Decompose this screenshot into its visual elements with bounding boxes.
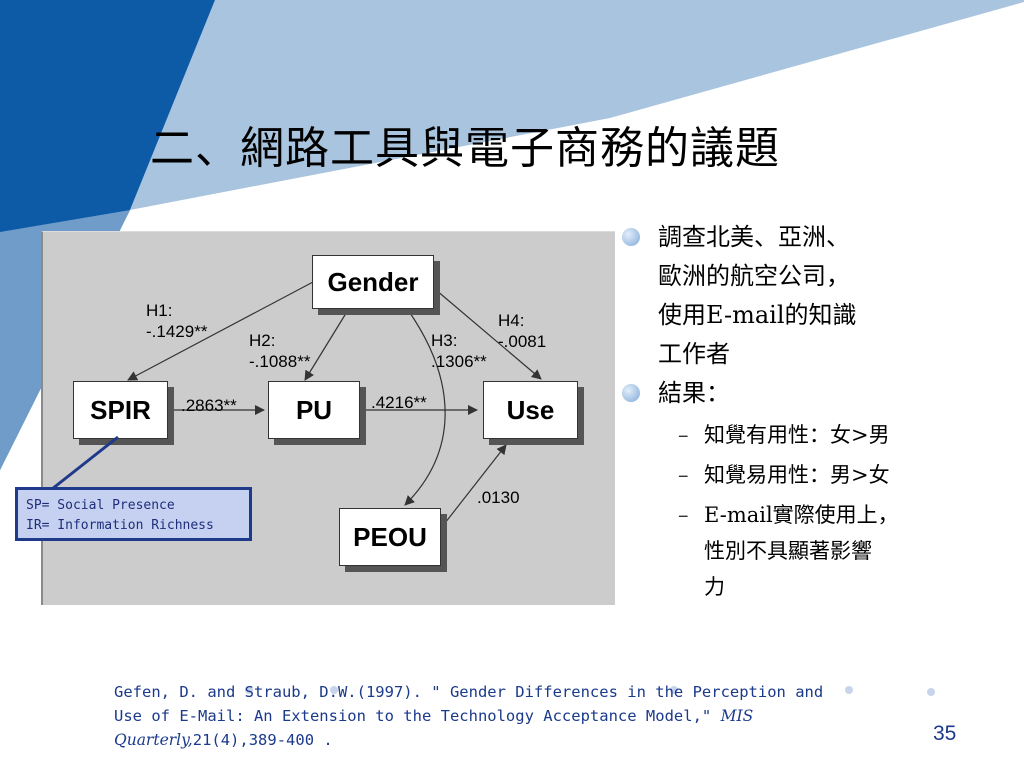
slide-title: 二、網路工具與電子商務的議題 (150, 123, 780, 174)
citation-volume-pages: 21(4),389-400 . (192, 731, 333, 749)
sub-bullet-ease-of-use-text: 知覺易用性：男>女 (704, 463, 890, 487)
sub-bullet-usefulness-text: 知覺有用性：女>男 (704, 423, 890, 447)
arrow-gender-spir (127, 281, 314, 381)
edge-label-peou-use: .0130 (477, 488, 520, 507)
citation-line1: Gefen, D. and Straub, D.W.(1997). " Gend… (114, 683, 824, 701)
reference-citation: Gefen, D. and Straub, D.W.(1997). " Gend… (114, 680, 904, 752)
arrow-gender-pu (304, 309, 349, 381)
sub-bullet-usefulness: – 知覺有用性：女>男 (622, 417, 992, 453)
bullet-survey-line2: 歐洲的航空公司， (658, 262, 850, 290)
bullet-survey: 調查北美、亞洲、 歐洲的航空公司， 使用E-mail的知識 工作者 (622, 218, 992, 374)
citation-line2-text: Use of E-Mail: An Extension to the Techn… (114, 707, 712, 725)
bullet-dot-icon (622, 384, 640, 402)
node-pu: PU (268, 381, 360, 439)
h3-value: .1306** (431, 352, 487, 371)
decorative-dot (845, 686, 853, 694)
sub-bullet-actual-use: – E-mail實際使用上， 性別不具顯著影響 力 (622, 497, 992, 605)
citation-journal-cont: Quarterly, (114, 731, 193, 749)
node-spir: SPIR (73, 381, 168, 439)
dash-icon: – (678, 463, 689, 487)
h2-value: -.1088** (249, 352, 311, 371)
path-diagram: Gender SPIR PU Use PEOU H1: -.1429** H2:… (41, 231, 615, 605)
citation-line3: Quarterly,21(4),389-400 . (114, 728, 904, 752)
diagram-arrows (127, 281, 542, 524)
sub-bullet-actual-use-line3: 力 (704, 575, 725, 599)
sub-bullet-actual-use-line2: 性別不具顯著影響 (704, 539, 872, 563)
node-use: Use (483, 381, 578, 439)
bullet-list: 調查北美、亞洲、 歐洲的航空公司， 使用E-mail的知識 工作者 結果： – … (622, 218, 992, 605)
sub-bullet-actual-use-line1: E-mail實際使用上， (704, 503, 899, 527)
arrow-gender-use (435, 289, 542, 380)
bullet-survey-line4: 工作者 (658, 340, 730, 368)
edge-label-h3: H3: .1306** (431, 330, 487, 372)
decorative-dot (927, 688, 935, 696)
decorative-dot (670, 686, 678, 694)
dash-icon: – (678, 503, 689, 527)
node-peou: PEOU (339, 508, 441, 566)
bullet-survey-line1: 調查北美、亞洲、 (658, 223, 850, 251)
citation-journal: MIS (720, 707, 754, 725)
bullet-results-text: 結果： (658, 379, 730, 407)
edge-label-spir-pu: .2863** (181, 396, 237, 415)
citation-line2: Use of E-Mail: An Extension to the Techn… (114, 704, 904, 728)
h3-name: H3: (431, 331, 458, 350)
arrow-peou-use (444, 444, 507, 524)
decorative-dot (245, 686, 253, 694)
legend-line-ir: IR= Information Richness (26, 518, 214, 533)
abbreviation-legend: SP= Social Presence IR= Information Rich… (15, 487, 252, 541)
h4-value: -.0081 (498, 332, 547, 351)
bullet-dot-icon (622, 228, 640, 246)
h1-name: H1: (146, 301, 173, 320)
edge-label-h4: H4: -.0081 (498, 310, 546, 352)
page-number: 35 (933, 722, 957, 745)
legend-line-sp: SP= Social Presence (26, 498, 175, 513)
bullet-results: 結果： (622, 374, 992, 413)
edge-label-pu-use: .4216** (371, 393, 427, 412)
node-gender: Gender (312, 255, 434, 309)
dash-icon: – (678, 423, 689, 447)
h2-name: H2: (249, 331, 276, 350)
arrow-gender-peou (404, 309, 446, 506)
bullet-survey-line3: 使用E-mail的知識 (658, 301, 857, 329)
edge-label-h2: H2: -.1088** (249, 330, 310, 372)
h1-value: -.1429** (146, 322, 208, 341)
edge-label-h1: H1: -.1429** (146, 300, 207, 342)
h4-name: H4: (498, 311, 525, 330)
decorative-dot (330, 686, 338, 694)
sub-bullet-ease-of-use: – 知覺易用性：男>女 (622, 457, 992, 493)
